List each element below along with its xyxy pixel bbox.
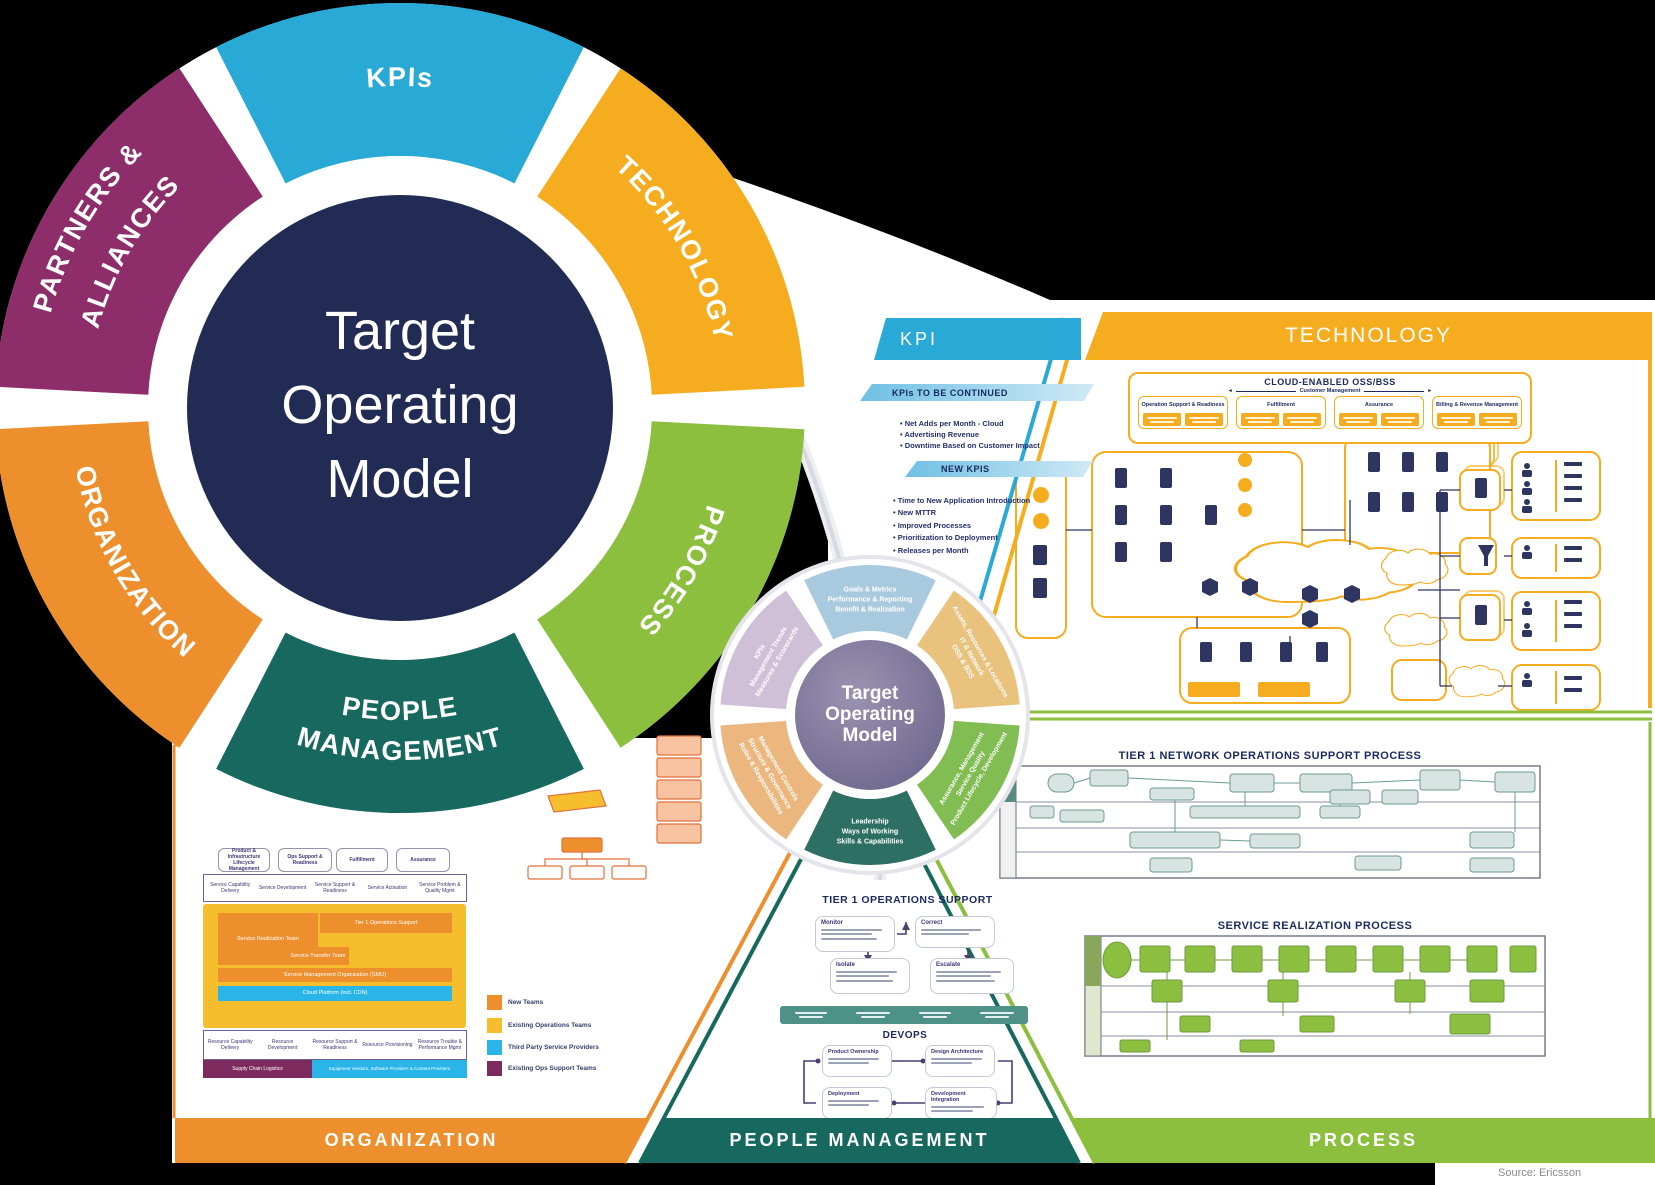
service-realization-title: SERVICE REALIZATION PROCESS — [1217, 920, 1413, 932]
devops-box-product-ownership: Product Ownership — [822, 1045, 892, 1077]
tier1-box-escalate: Escalate — [930, 958, 1014, 994]
tier1-operations-support-title: TIER 1 OPERATIONS SUPPORT — [822, 894, 993, 906]
org-bar-vendors: Equipment Vendors, Software Providers & … — [312, 1060, 467, 1078]
org-decor — [527, 735, 702, 880]
big-wheel — [0, 2, 805, 814]
tier1-box-isolate: Isolate — [830, 958, 910, 994]
mini-segment-process — [917, 720, 1020, 840]
devops-box-development-integration: Development Integration — [925, 1087, 997, 1119]
source-credit: Source: Ericsson — [1498, 1167, 1582, 1179]
tier1-network-process-title: TIER 1 NETWORK OPERATIONS SUPPORT PROCES… — [1118, 750, 1422, 762]
legend-swatch — [487, 1018, 502, 1033]
org-tab-ops-support: Ops Support & Readiness — [278, 848, 332, 872]
legend-swatch — [487, 1040, 502, 1055]
mini-segment-people — [804, 790, 936, 866]
oss-chip — [1339, 413, 1377, 426]
big-label-kpis: KPIs — [365, 62, 435, 94]
tier1-network-process-chart — [999, 765, 1541, 879]
org-block-tier1: Tier 1 Operations Support — [320, 913, 452, 933]
mini-wheel-center-circle — [795, 640, 945, 790]
big-segment-people — [216, 632, 584, 814]
legend-third-party: Third Party Service Providers — [487, 1040, 599, 1055]
org-service-row: Service Capability Delivery Service Deve… — [203, 874, 467, 902]
mini-wheel-center-text: Target Operating Model — [825, 683, 915, 746]
kpi-banner-new: NEW KPIS — [905, 461, 1093, 477]
org-block-cloud-platform: Cloud Platform (incl. CDN) — [218, 986, 452, 1001]
big-segment-process — [537, 421, 805, 748]
oss-chip — [1283, 413, 1321, 426]
tier1-teams-bar — [780, 1006, 1028, 1024]
process-banner: PROCESS — [1072, 1118, 1655, 1163]
mini-segment-technology — [917, 590, 1020, 710]
org-block-smo: Service Management Organization (SMO) — [218, 968, 452, 982]
org-tab-assurance: Assurance — [396, 848, 450, 872]
oss-chip — [1241, 413, 1279, 426]
tier1-box-monitor: Monitor — [815, 916, 895, 952]
big-wheel-center-text: Target Operating Model — [281, 301, 519, 509]
org-tab-lifecycle: Product & Infrastructure Lifecycle Manag… — [218, 848, 270, 872]
oss-group-assurance: Assurance — [1334, 396, 1424, 429]
people-management-banner: PEOPLE MANAGEMENT — [640, 1118, 1079, 1163]
network-node-icons — [1033, 452, 1582, 692]
oss-group-operation-support: Operation Support & Readiness — [1138, 396, 1228, 429]
organization-banner: ORGANIZATION — [175, 1118, 648, 1163]
legend-new-teams: New Teams — [487, 995, 543, 1010]
org-tab-fulfillment: Fulfillment — [336, 848, 388, 872]
legend-swatch — [487, 1061, 502, 1076]
devops-title: DEVOPS — [882, 1030, 928, 1041]
tier1-box-correct: Correct — [915, 916, 995, 948]
oss-group-billing: Billing & Revenue Management — [1432, 396, 1522, 429]
legend-swatch — [487, 995, 502, 1010]
oss-group-fulfillment: Fulfillment — [1236, 396, 1326, 429]
oss-chip — [1437, 413, 1475, 426]
big-wheel-center-circle — [187, 195, 613, 621]
kpi-banner-continued: KPIs TO BE CONTINUED — [860, 384, 1094, 401]
technology-panel-header: TECHNOLOGY — [1085, 312, 1652, 360]
org-yellow-box: Service Realization Team Tier 1 Operatio… — [203, 904, 466, 1028]
big-segment-organization — [0, 421, 263, 748]
org-resource-row: Resource Capability Delivery Resource De… — [203, 1030, 467, 1060]
oss-chip — [1143, 413, 1181, 426]
kpi-list-continued: • Net Adds per Month - Cloud • Advertisi… — [900, 419, 1040, 450]
network-connectors — [1066, 489, 1512, 687]
mini-segment-organization — [720, 720, 823, 840]
cloud-enabled-ossbss: CLOUD-ENABLED OSS/BSS ◂ Customer Managem… — [1128, 372, 1532, 444]
big-segment-partners — [0, 68, 263, 395]
oss-chip — [1381, 413, 1419, 426]
big-label-people-1: PEOPLE — [340, 691, 460, 726]
service-realization-chart — [1084, 935, 1546, 1057]
mini-segment-kpi — [804, 564, 936, 640]
org-block-transfer: Service Transfer Team — [287, 947, 349, 965]
kpi-list-new: • Time to New Application Introduction •… — [893, 496, 1031, 555]
oss-chip — [1185, 413, 1223, 426]
kpi-panel-header: KPI — [874, 318, 1081, 360]
mini-segment-partners — [720, 590, 823, 710]
devops-box-deployment: Deployment — [822, 1087, 892, 1119]
big-segment-technology — [537, 68, 805, 395]
legend-existing-operations: Existing Operations Teams — [487, 1018, 591, 1033]
org-bar-supply-chain: Supply Chain Logistics — [203, 1060, 312, 1078]
big-segment-kpis — [216, 2, 584, 184]
mini-wheel — [710, 555, 1030, 875]
source-strip — [1435, 1163, 1655, 1185]
oss-chip — [1479, 413, 1517, 426]
legend-existing-ops-support: Existing Ops Support Teams — [487, 1061, 596, 1076]
devops-box-design-architecture: Design Architecture — [925, 1045, 995, 1077]
customer-management-bracket: ◂ Customer Management ▸ — [1228, 388, 1432, 394]
